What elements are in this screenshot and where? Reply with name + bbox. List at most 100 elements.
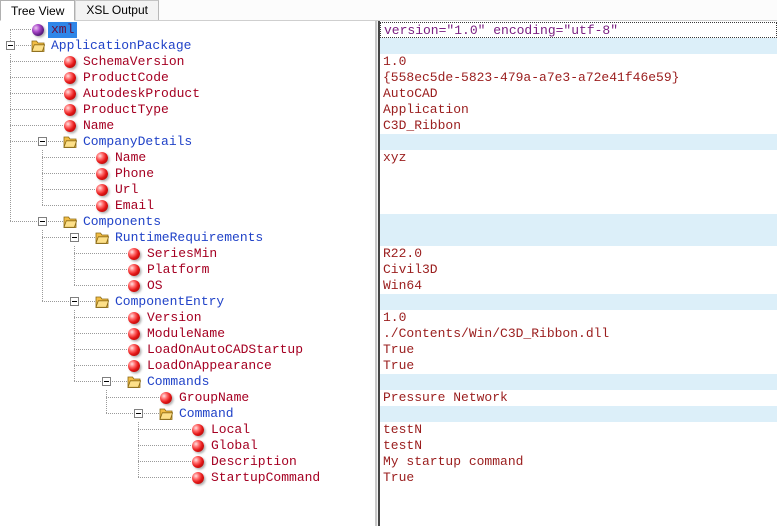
node-name[interactable]: Global — [211, 438, 258, 453]
node-name[interactable]: SchemaVersion — [83, 54, 185, 69]
tree-row: Description — [0, 454, 375, 470]
folder-icon — [95, 231, 110, 244]
tree-guide-line — [10, 182, 11, 198]
node-name[interactable]: SeriesMin — [147, 246, 218, 261]
xml-declaration-icon — [32, 24, 44, 36]
tree-guide-line — [42, 182, 43, 198]
node-name[interactable]: ApplicationPackage — [51, 38, 192, 53]
node-value-cell[interactable] — [380, 198, 777, 214]
node-name[interactable]: AutodeskProduct — [83, 86, 201, 101]
node-name[interactable]: ModuleName — [147, 326, 226, 341]
node-value-cell[interactable] — [380, 166, 777, 182]
tab-tree-view[interactable]: Tree View — [0, 0, 76, 21]
tree-row: AutodeskProduct — [0, 86, 375, 102]
tree-row: SchemaVersion — [0, 54, 375, 70]
node-name[interactable]: Components — [83, 214, 162, 229]
node-name[interactable]: Name — [115, 150, 147, 165]
node-value-cell[interactable]: version="1.0" encoding="utf-8" — [380, 22, 777, 38]
node-value-cell[interactable]: Win64 — [383, 278, 423, 293]
node-value-cell[interactable]: 1.0 — [383, 54, 407, 69]
expand-collapse-box[interactable] — [38, 217, 47, 226]
node-value-cell[interactable] — [380, 230, 777, 246]
node-name[interactable]: StartupCommand — [211, 470, 321, 485]
node-name[interactable]: OS — [147, 278, 163, 293]
node-value-cell[interactable] — [380, 406, 777, 422]
tree-row: Version — [0, 310, 375, 326]
node-name[interactable]: Platform — [147, 262, 210, 277]
node-value-cell[interactable]: Pressure Network — [383, 390, 508, 405]
node-value-cell[interactable]: AutoCAD — [383, 86, 438, 101]
tree-row: SeriesMin — [0, 246, 375, 262]
node-name[interactable]: Url — [115, 182, 139, 197]
tree-row: RuntimeRequirements — [0, 230, 375, 246]
node-name[interactable]: ProductCode — [83, 70, 169, 85]
tab-bar: Tree View XSL Output — [0, 0, 777, 21]
tree-row: Url — [0, 182, 375, 198]
node-name[interactable]: Name — [83, 118, 115, 133]
node-name[interactable]: CompanyDetails — [83, 134, 193, 149]
tree-guide-line — [42, 294, 43, 302]
tree-guide-line — [42, 173, 97, 174]
node-name[interactable]: RuntimeRequirements — [115, 230, 264, 245]
tree-row: GroupName — [0, 390, 375, 406]
tree-guide-line — [74, 374, 75, 382]
expand-collapse-box[interactable] — [134, 409, 143, 418]
node-value-cell[interactable] — [380, 374, 777, 390]
element-leaf-icon — [192, 424, 204, 436]
tree-guide-line — [42, 230, 43, 246]
node-value-cell[interactable]: R22.0 — [383, 246, 423, 261]
tree-guide-line — [10, 61, 65, 62]
node-name[interactable]: Local — [211, 422, 251, 437]
tree-row: Name — [0, 150, 375, 166]
tree-guide-line — [10, 198, 11, 214]
node-name[interactable]: GroupName — [179, 390, 250, 405]
node-value-cell[interactable]: testN — [383, 438, 423, 453]
node-name[interactable]: Description — [211, 454, 297, 469]
node-value-cell[interactable]: True — [383, 342, 415, 357]
tree-guide-line — [42, 150, 43, 166]
expand-collapse-box[interactable] — [6, 41, 15, 50]
node-value-cell[interactable]: True — [383, 470, 415, 485]
node-value-cell[interactable]: 1.0 — [383, 310, 407, 325]
node-name[interactable]: LoadOnAutoCADStartup — [147, 342, 304, 357]
node-value-cell[interactable] — [380, 182, 777, 198]
node-value-cell[interactable] — [380, 294, 777, 310]
tree-guide-line — [74, 342, 75, 358]
node-name[interactable]: Command — [179, 406, 234, 421]
tree-guide-line — [74, 278, 75, 286]
node-value-cell[interactable] — [380, 134, 777, 150]
node-value-cell[interactable]: My startup command — [383, 454, 524, 469]
expand-collapse-box[interactable] — [70, 233, 79, 242]
pane-splitter[interactable] — [375, 21, 380, 526]
node-name[interactable]: Version — [147, 310, 202, 325]
node-value-cell[interactable]: C3D_Ribbon — [383, 118, 462, 133]
tree-guide-line — [10, 109, 65, 110]
node-value-cell[interactable]: ./Contents/Win/C3D_Ribbon.dll — [383, 326, 610, 341]
node-name[interactable]: Phone — [115, 166, 155, 181]
node-name[interactable]: xml — [48, 22, 78, 38]
tree-row: ProductType — [0, 102, 375, 118]
expand-collapse-box[interactable] — [38, 137, 47, 146]
expand-collapse-box[interactable] — [70, 297, 79, 306]
node-name[interactable]: LoadOnAppearance — [147, 358, 272, 373]
node-value-cell[interactable]: {558ec5de-5823-479a-a7e3-a72e41f46e59} — [383, 70, 680, 85]
tree-guide-line — [106, 397, 161, 398]
element-leaf-icon — [64, 120, 76, 132]
tab-xsl-output[interactable]: XSL Output — [75, 0, 159, 20]
node-value-cell[interactable] — [380, 214, 777, 230]
tree-row: CompanyDetails — [0, 134, 375, 150]
node-value-cell[interactable]: testN — [383, 422, 423, 437]
node-value-cell[interactable] — [380, 38, 777, 54]
element-leaf-icon — [64, 88, 76, 100]
node-name[interactable]: ProductType — [83, 102, 169, 117]
node-name[interactable]: Commands — [147, 374, 210, 389]
node-value-cell[interactable]: Civil3D — [383, 262, 438, 277]
node-value-cell[interactable]: True — [383, 358, 415, 373]
node-name[interactable]: ComponentEntry — [115, 294, 225, 309]
node-value-cell[interactable]: xyz — [383, 150, 407, 165]
tree-guide-line — [10, 214, 11, 222]
node-name[interactable]: Email — [115, 198, 155, 213]
node-value-cell[interactable]: Application — [383, 102, 469, 117]
expand-collapse-box[interactable] — [102, 377, 111, 386]
